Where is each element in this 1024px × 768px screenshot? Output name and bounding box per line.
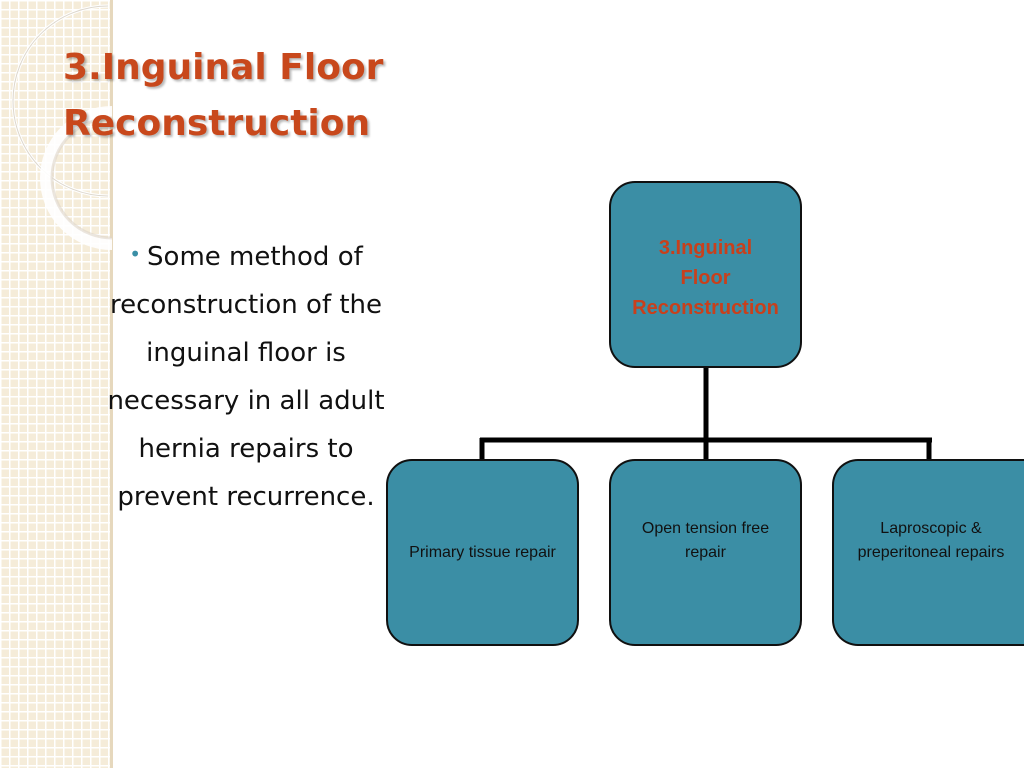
diagram-node-root-label: 3.Inguinal Floor Reconstruction xyxy=(632,237,779,319)
decorative-arcs xyxy=(11,4,113,250)
decorative-grid-strip xyxy=(0,0,113,768)
diagram-node-label: Primary tissue repair xyxy=(409,543,556,561)
slide-title: 3.Inguinal Floor Reconstruction xyxy=(63,47,384,144)
diagram-node-label: Open tension free repair xyxy=(641,519,770,561)
diagram-node-root: 3.Inguinal Floor Reconstruction xyxy=(609,181,802,368)
diagram-node-laproscopic-repairs: Laproscopic & preperitoneal repairs xyxy=(832,459,1024,646)
diagram-node-open-tension-free-repair: Open tension free repair xyxy=(609,459,802,646)
bullet-text-block: •Some method of reconstruction of the in… xyxy=(60,230,432,521)
diagram-node-label: Laproscopic & preperitoneal repairs xyxy=(857,519,1005,561)
diagram-node-primary-tissue-repair: Primary tissue repair xyxy=(386,459,579,646)
bullet-text: Some method of reconstruction of the ing… xyxy=(107,242,385,512)
bullet-icon: • xyxy=(129,242,142,266)
